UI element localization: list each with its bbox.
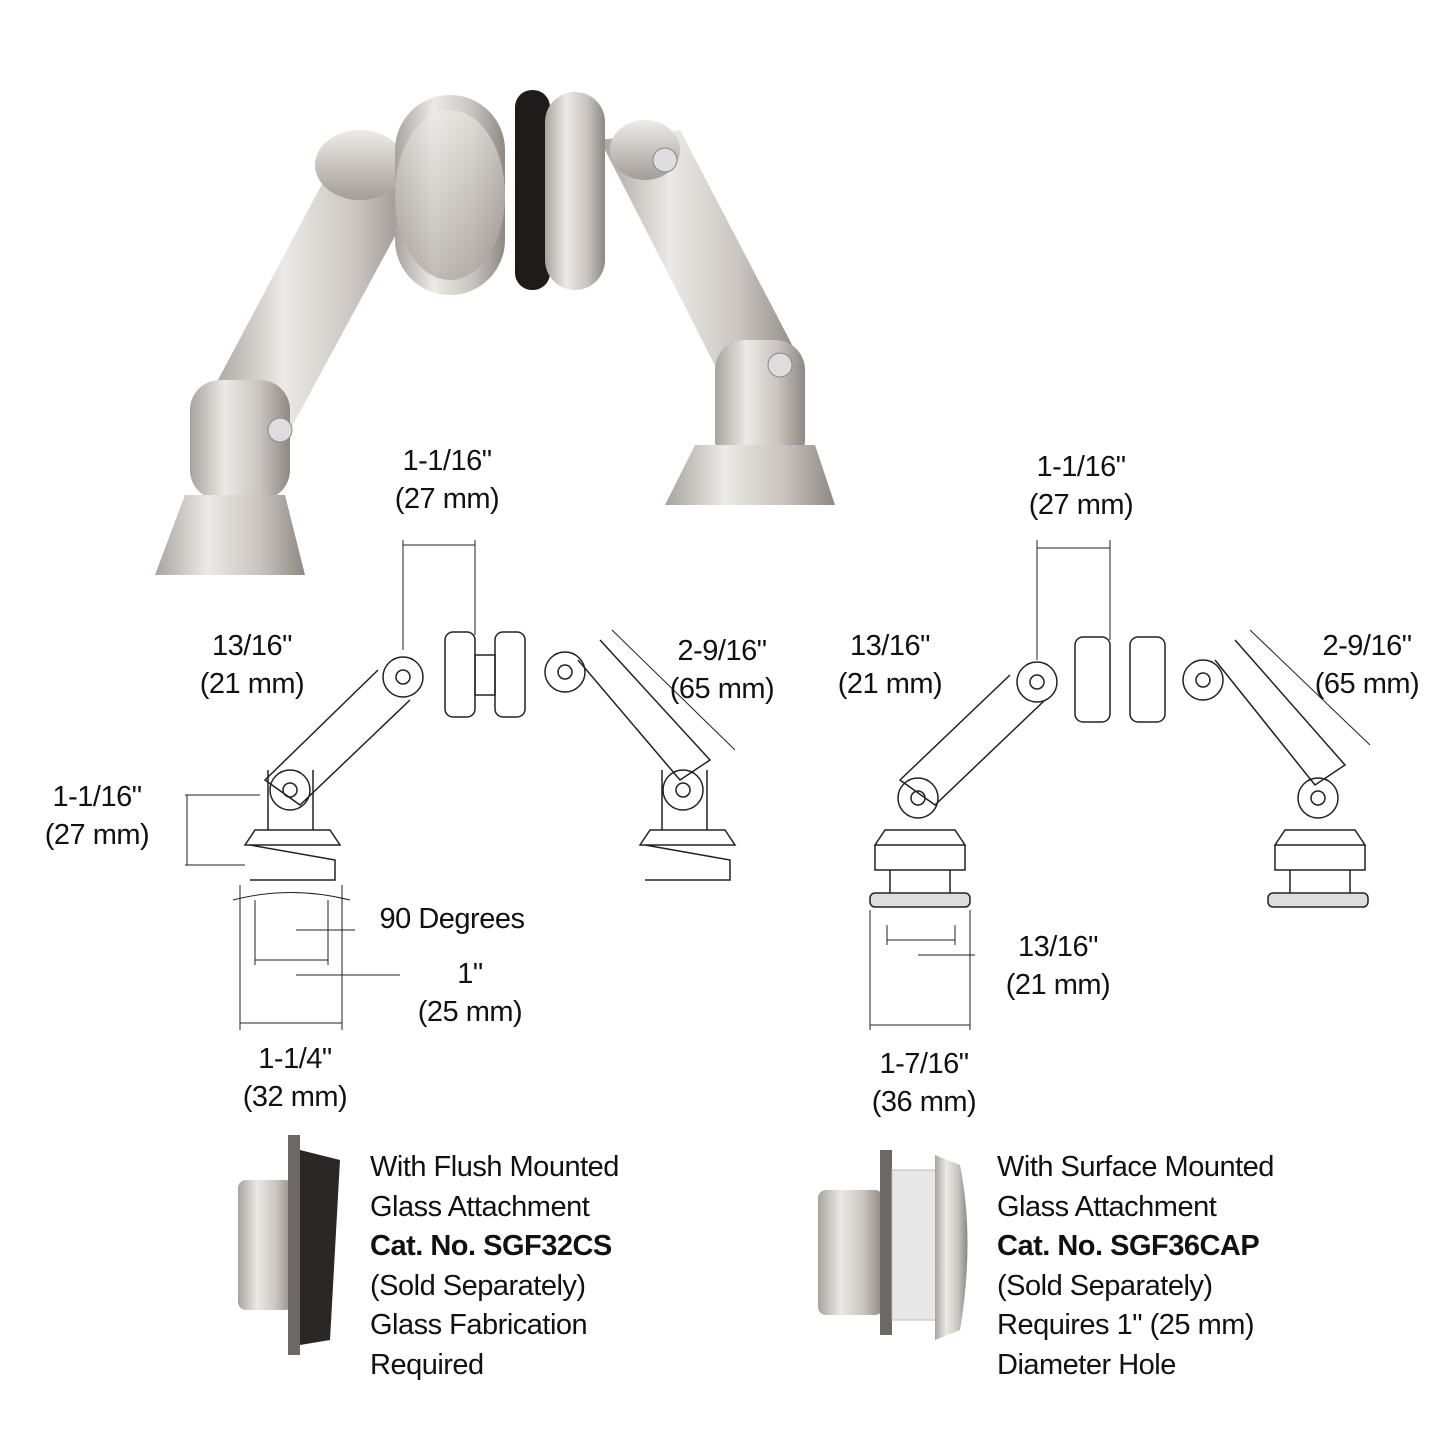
- left-top-width-label: 1-1/16"(27 mm): [394, 445, 500, 515]
- left-arm-length-label: 2-9/16"(65 mm): [669, 635, 775, 705]
- flush-attachment-text: With Flush Mounted Glass Attachment Cat.…: [370, 1151, 619, 1381]
- surface-cat-no: Cat. No. SGF36CAP: [997, 1230, 1260, 1262]
- left-hole-label: 1"(25 mm): [417, 958, 523, 1028]
- left-base-height-label: 1-1/16"(27 mm): [44, 781, 150, 851]
- right-base-width-label: 1-7/16"(36 mm): [871, 1048, 977, 1118]
- flush-attachment-photo: [238, 1135, 340, 1355]
- product-photo: [155, 90, 835, 575]
- right-top-width-label: 1-1/16"(27 mm): [1028, 451, 1134, 521]
- right-arm-length-label: 2-9/16"(65 mm): [1314, 630, 1420, 700]
- flush-mount-drawing: [185, 540, 737, 1030]
- surface-attachment-photo: [818, 1150, 968, 1340]
- left-base-width-label: 1-1/4"(32 mm): [242, 1043, 348, 1113]
- left-arm-diameter-label: 13/16"(21 mm): [199, 630, 305, 700]
- angle-label: 90 Degrees: [379, 903, 525, 935]
- right-arm-diameter-label: 13/16"(21 mm): [837, 630, 943, 700]
- right-hole-label: 13/16"(21 mm): [1005, 931, 1111, 1001]
- flush-cat-no: Cat. No. SGF32CS: [370, 1230, 612, 1262]
- surface-mount-drawing: [869, 540, 1371, 1030]
- surface-attachment-text: With Surface Mounted Glass Attachment Ca…: [997, 1151, 1274, 1381]
